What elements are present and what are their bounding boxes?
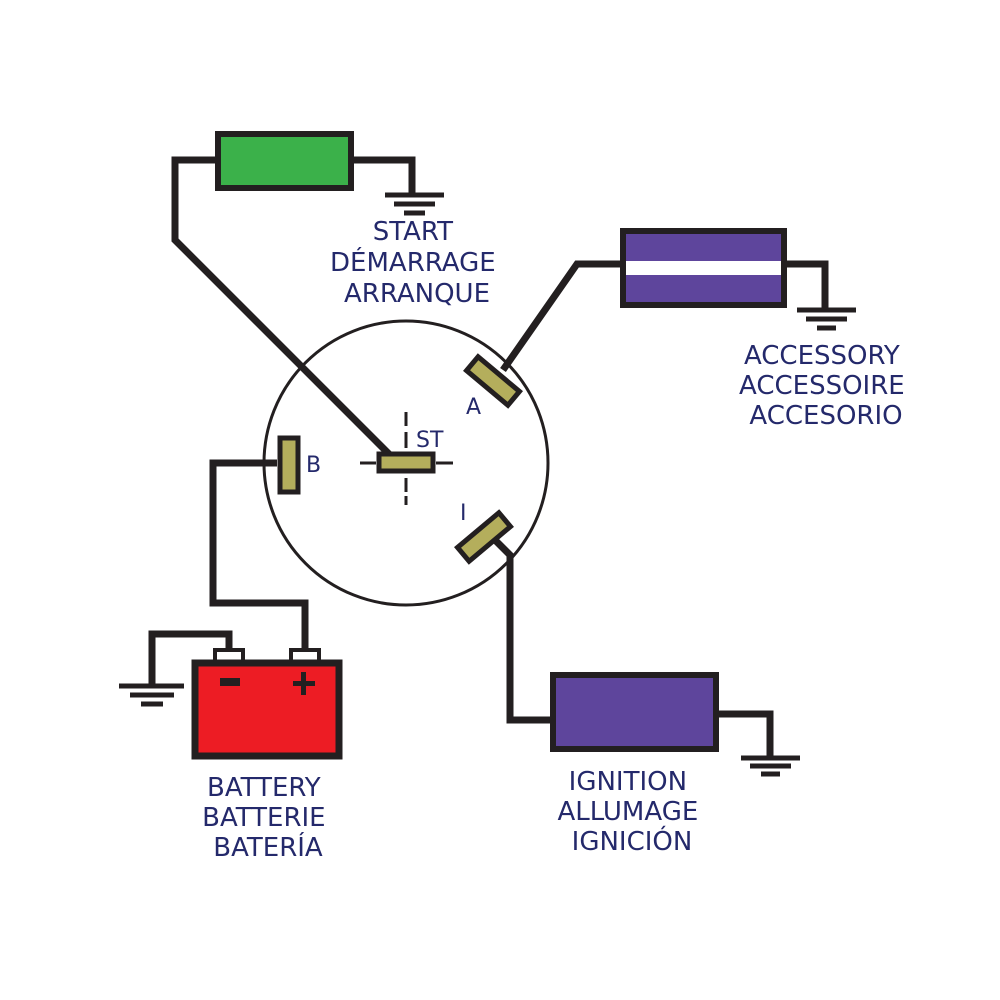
ignition-label-fr: ALLUMAGE	[557, 797, 698, 827]
terminal-i-label: I	[460, 501, 467, 526]
ignition-ground-icon	[741, 755, 800, 777]
start-wire	[171, 156, 393, 458]
battery-ground-icon	[119, 683, 184, 707]
battery-label-es: BATERÍA	[213, 831, 323, 863]
battery-negative-symbol	[220, 678, 240, 686]
ignition-label-es: IGNICIÓN	[572, 825, 693, 857]
accessory-ground-wire	[784, 260, 829, 308]
accessory-ground-icon	[797, 307, 856, 331]
terminal-a-label: A	[466, 395, 481, 420]
accessory-label-en: ACCESSORY	[744, 341, 900, 371]
battery-negative-wire	[148, 630, 233, 686]
accessory-label-fr: ACCESSOIRE	[739, 371, 905, 401]
ignition-label: IGNITION ALLUMAGE IGNICIÓN	[557, 767, 706, 857]
battery	[191, 659, 343, 760]
start-label-es: ARRANQUE	[344, 279, 490, 309]
start-ground-icon	[385, 192, 444, 216]
ignition-ground-wire	[716, 710, 774, 760]
terminal-st	[376, 451, 436, 474]
terminal-a	[463, 353, 523, 409]
terminal-st-label: ST	[416, 428, 444, 453]
accessory-label: ACCESSORY ACCESSOIRE ACCESORIO	[739, 341, 913, 431]
terminal-b-label: B	[306, 453, 321, 478]
terminal-i	[454, 509, 514, 565]
terminal-b	[277, 435, 301, 495]
start-ground-wire	[351, 156, 416, 195]
ignition-component	[550, 672, 719, 752]
accessory-wire	[500, 260, 623, 373]
start-label-en: START	[373, 217, 453, 247]
battery-label: BATTERY BATTERIE BATERÍA	[202, 773, 334, 863]
start-component	[215, 131, 354, 191]
accessory-label-es: ACCESORIO	[749, 401, 902, 431]
battery-label-fr: BATTERIE	[202, 803, 326, 833]
battery-positive-symbol	[293, 672, 315, 695]
ignition-wire	[490, 535, 553, 724]
ignition-label-en: IGNITION	[569, 767, 687, 797]
start-label-fr: DÉMARRAGE	[330, 246, 496, 278]
battery-label-en: BATTERY	[207, 773, 321, 803]
battery-positive-wire	[209, 459, 309, 650]
accessory-stripe	[626, 261, 781, 275]
start-label: START DÉMARRAGE ARRANQUE	[330, 217, 504, 309]
st-crosshair	[360, 412, 453, 505]
